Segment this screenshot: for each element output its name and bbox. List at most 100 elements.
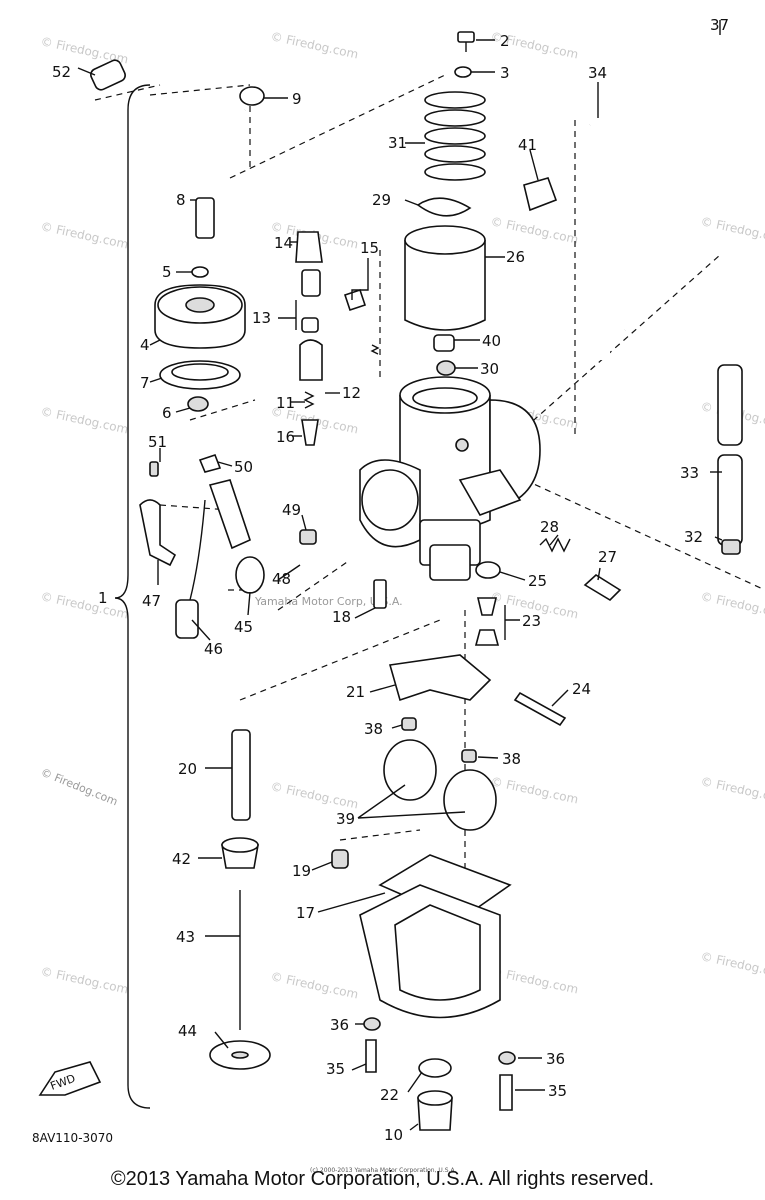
- callout-49: 49: [282, 501, 301, 519]
- callout-42: 42: [172, 850, 191, 868]
- part-3-washer: [454, 66, 472, 78]
- part-23-jet-bottom: [474, 629, 500, 646]
- callout-32: 32: [684, 528, 703, 546]
- callout-41: 41: [518, 136, 537, 154]
- part-16-plug: [301, 419, 319, 446]
- callout-37: 37: [710, 16, 729, 34]
- part-47-bracket: [139, 499, 177, 567]
- part-29-plate: [416, 197, 472, 217]
- callout-36: 36: [330, 1016, 349, 1034]
- callout-52: 52: [52, 63, 71, 81]
- watermark-firedog: © Firedog.com: [699, 589, 765, 621]
- part-19-jet: [331, 849, 349, 869]
- callout-12: 12: [342, 384, 361, 402]
- carburetor-body: [359, 376, 541, 581]
- part-13-ring: [301, 317, 319, 333]
- callout-15: 15: [360, 239, 379, 257]
- watermark-firedog: © Firedog.com: [489, 964, 579, 996]
- part-5-o-ring: [191, 266, 209, 278]
- part-13-holder: [301, 269, 321, 297]
- watermark-firedog: © Firedog.com: [699, 774, 765, 806]
- callout-4: 4: [140, 336, 150, 354]
- part-38-plug: [401, 717, 417, 731]
- part-14-cap: [295, 231, 323, 263]
- callout-33: 33: [680, 464, 699, 482]
- part-18-fitting: [373, 579, 387, 609]
- assembly-bracket: [114, 84, 151, 1109]
- part-12-plunger: [299, 339, 323, 381]
- callout-44: 44: [178, 1022, 197, 1040]
- callout-28: 28: [540, 518, 559, 536]
- part-32-clip: [721, 539, 741, 555]
- watermark-firedog: © Firedog.com: [489, 774, 579, 806]
- callout-21: 21: [346, 683, 365, 701]
- callout-26: 26: [506, 248, 525, 266]
- part-36-washer-right: [498, 1051, 516, 1065]
- callout-47: 47: [142, 592, 161, 610]
- part-45-cap: [235, 556, 265, 594]
- part-11-spring: [303, 391, 315, 409]
- callout-14: 14: [274, 234, 293, 252]
- callout-34: 34: [588, 64, 607, 82]
- callout-29: 29: [372, 191, 391, 209]
- part-35-screw-left: [365, 1039, 377, 1073]
- callout-35: 35: [326, 1060, 345, 1078]
- part-35-screw-right: [499, 1074, 513, 1111]
- callout-5: 5: [162, 263, 172, 281]
- part-22-o-ring: [418, 1058, 452, 1078]
- copyright-notice: ©2013 Yamaha Motor Corporation, U.S.A. A…: [110, 1168, 655, 1190]
- part-23-jet-top: [476, 597, 498, 616]
- assembly-code: 8AV110-3070: [32, 1131, 113, 1145]
- callout-46: 46: [204, 640, 223, 658]
- part-33-tube-lower: [717, 454, 743, 546]
- callout-43: 43: [176, 928, 195, 946]
- callout-1: 1: [98, 589, 108, 607]
- callout-38: 38: [364, 720, 383, 738]
- part-6-nut: [187, 396, 209, 412]
- callout-9: 9: [292, 90, 302, 108]
- watermark-yamaha: Yamaha Motor Corp, U.S.A.: [254, 595, 403, 608]
- callout-2: 2: [500, 32, 510, 50]
- callout-22: 22: [380, 1086, 399, 1104]
- callout-24: 24: [572, 680, 591, 698]
- watermark-firedog: © Firedog.com: [269, 779, 359, 811]
- part-39-float-left: [383, 739, 437, 801]
- callout-16: 16: [276, 428, 295, 446]
- part-choke-plunger: [208, 479, 251, 550]
- callout-25: 25: [528, 572, 547, 590]
- part-33-tube-upper: [717, 364, 743, 446]
- part-30-ring: [436, 360, 456, 376]
- callout-38: 38: [502, 750, 521, 768]
- part-2-screw: [457, 31, 475, 43]
- part-25-o-ring: [475, 561, 501, 579]
- callout-31: 31: [388, 134, 407, 152]
- forward-arrow-icon: [38, 1061, 102, 1096]
- part-28-spring: [539, 537, 571, 553]
- watermark-firedog: © Firedog.com: [39, 404, 129, 436]
- callout-23: 23: [522, 612, 541, 630]
- part-27-screw: [583, 574, 622, 602]
- callout-30: 30: [480, 360, 499, 378]
- callout-36: 36: [546, 1050, 565, 1068]
- part-41-clip: [523, 177, 558, 212]
- callout-17: 17: [296, 904, 315, 922]
- part-52-cap: [90, 59, 126, 91]
- part-38-plug-right: [461, 749, 477, 763]
- part-31-spring: [424, 91, 486, 181]
- callout-45: 45: [234, 618, 253, 636]
- callout-19: 19: [292, 862, 311, 880]
- callout-10: 10: [384, 1126, 403, 1144]
- watermark-firedog: © Firedog.com: [699, 949, 765, 981]
- callout-7: 7: [140, 374, 150, 392]
- watermark-firedog: © Firedog.com: [269, 29, 359, 61]
- watermark-firedog: © Firedog.com: [269, 969, 359, 1001]
- callout-40: 40: [482, 332, 501, 350]
- callout-48: 48: [272, 570, 291, 588]
- watermark-firedog: © Firedog.com: [39, 589, 129, 621]
- callout-18: 18: [332, 608, 351, 626]
- part-49-cap: [299, 529, 317, 545]
- leader-lines: [77, 20, 723, 1131]
- callout-39: 39: [336, 810, 355, 828]
- watermark-firedog: © Firedog.com: [39, 964, 129, 996]
